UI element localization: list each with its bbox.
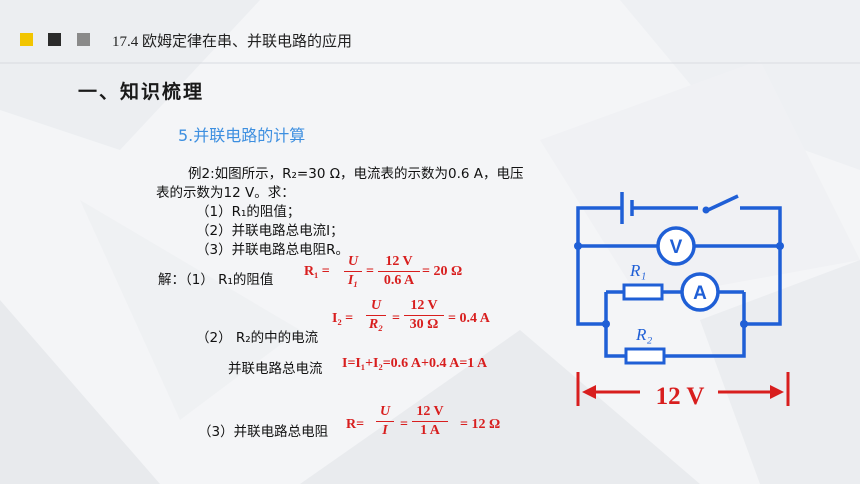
ammeter-label: A <box>693 283 707 304</box>
s1-fraction-1: U I₁ <box>344 254 362 289</box>
resistor-r2 <box>624 347 666 365</box>
ammeter-icon <box>680 272 720 312</box>
header-square-gray <box>77 33 90 46</box>
circuit-diagram: V A R₁ R₂ 12 V <box>574 192 790 410</box>
s2-f1-num: U <box>370 298 382 313</box>
question-1: （1）R₁的阻值； <box>196 204 301 220</box>
s3-f1-num: U <box>379 404 391 419</box>
resistor-r1 <box>622 283 664 301</box>
s3-lhs: R= <box>346 417 365 432</box>
s3-fraction-2: 12 V 1 A <box>412 404 448 439</box>
switch-contact <box>702 206 710 214</box>
s1-result: = 20 Ω <box>422 264 463 279</box>
problem-line-2: 表的示数为12 V。求： <box>156 185 295 201</box>
voltmeter-icon <box>656 226 696 266</box>
s1-f1-den: I₁ <box>347 273 359 288</box>
solution-label-1: 解：（1） R₁的阻值 <box>158 272 274 288</box>
s1-f2-num: 12 V <box>385 254 413 269</box>
section-title: 一、知识梳理 <box>78 81 205 103</box>
s3-f2-den: 1 A <box>420 423 440 438</box>
voltage-label: 12 V <box>656 383 705 410</box>
problem-line-1: 例2:如图所示，R₂=30 Ω，电流表的示数为0.6 A，电压 <box>188 166 524 182</box>
junction-dot <box>574 242 582 250</box>
s2-f1-den: R₂ <box>368 317 384 332</box>
header-title: 17.4 欧姆定律在串、并联电路的应用 <box>112 34 353 50</box>
s3-fraction-1: U I <box>376 404 394 439</box>
s1-f1-num: U <box>347 254 359 269</box>
s1-lhs: R₁ = <box>304 264 330 279</box>
s1-fraction-2: 12 V 0.6 A <box>378 254 420 289</box>
s3-f2-num: 12 V <box>416 404 444 419</box>
total-current-label: 并联电路总电流 <box>228 361 323 377</box>
junction-dot <box>776 242 784 250</box>
s2-f2-num: 12 V <box>410 298 438 313</box>
s2-fraction-2: 12 V 30 Ω <box>404 298 444 333</box>
junction-dot <box>602 320 610 328</box>
r2-label: R₂ <box>635 325 652 344</box>
r1-label: R₁ <box>629 261 646 280</box>
header-square-yellow <box>20 33 33 46</box>
s1-f2-den: 0.6 A <box>383 273 415 288</box>
question-3: （3）并联电路总电阻R。 <box>196 242 349 258</box>
s3-f1-den: I <box>382 423 388 438</box>
s1-eq: = <box>366 264 374 279</box>
s2-result: = 0.4 A <box>448 311 490 326</box>
solution-label-2: （2） R₂的中的电流 <box>196 330 319 346</box>
header-square-black <box>48 33 61 46</box>
junction-dot <box>740 320 748 328</box>
s2-eq: = <box>392 311 400 326</box>
voltmeter-label: V <box>670 237 683 258</box>
s2-fraction-1: U R₂ <box>366 298 386 333</box>
s3-result: = 12 Ω <box>460 417 501 432</box>
solution-label-3: （3）并联电路总电阻 <box>198 424 329 440</box>
subsection-title: 5.并联电路的计算 <box>178 126 306 145</box>
total-current-expr: I=I₁+I₂=0.6 A+0.4 A=1 A <box>342 356 488 371</box>
s3-eq: = <box>400 417 408 432</box>
s2-f2-den: 30 Ω <box>409 317 439 332</box>
s2-lhs: I₂ = <box>332 311 354 326</box>
question-2: （2）并联电路总电流I； <box>196 223 344 239</box>
